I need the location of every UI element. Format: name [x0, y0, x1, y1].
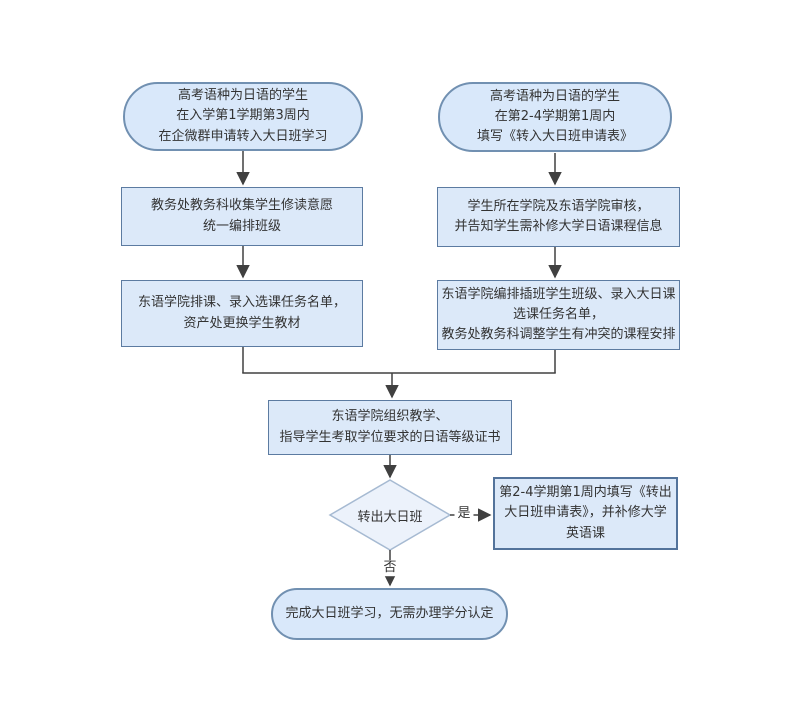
edge-label-no: 否 — [380, 560, 400, 576]
node-text-line: 在入学第1学期第3周内 — [176, 108, 310, 124]
node-text-line: 高考语种为日语的学生 — [489, 88, 620, 104]
node-text-line: 并告知学生需补修大学日语课程信息 — [454, 219, 663, 234]
merged-process: 东语学院组织教学、 指导学生考取学位要求的日语等级证书 — [268, 400, 512, 455]
right-process-1: 学生所在学院及东语学院审核， 并告知学生需补修大学日语课程信息 — [437, 187, 680, 247]
node-text-line: 第2-4学期第1周内填写《转出 — [499, 485, 672, 501]
node-text-line: 教务处教务科收集学生修读意愿 — [150, 198, 333, 214]
decision-diamond-label: 转出大日班 — [357, 509, 423, 525]
node-text-line: 东语学院编排插班学生班级、录入大日课 — [441, 286, 676, 302]
node-text-line: 大日班申请表》，并补修大学 — [504, 505, 667, 521]
node-text-line: 学生所在学院及东语学院审核， — [467, 198, 650, 214]
node-text-line: 高考语种为日语的学生 — [177, 88, 308, 104]
node-text-line: 英语课 — [565, 525, 605, 541]
node-text-line: 选课任务名单， — [512, 306, 604, 322]
node-text-line: 资产处更换学生教材 — [183, 315, 301, 331]
node-text-line: 完成大日班学习，无需办理学分认定 — [285, 605, 494, 621]
start-right-node: 高考语种为日语的学生 在第2-4学期第1周内 填写《转入大日班申请表》 — [438, 82, 672, 152]
node-text-line: 教务处教务科调整学生有冲突的课程安排 — [441, 327, 676, 343]
start-left-node: 高考语种为日语的学生 在入学第1学期第3周内 在企微群申请转入大日班学习 — [123, 82, 363, 151]
node-text-line: 填写《转入大日班申请表》 — [476, 129, 633, 145]
node-text-line: 在企微群申请转入大日班学习 — [158, 128, 328, 144]
node-text-line: 统一编排班级 — [202, 218, 281, 234]
node-text-line: 东语学院排课、录入选课任务名单， — [137, 295, 346, 311]
left-process-2: 东语学院排课、录入选课任务名单， 资产处更换学生教材 — [121, 280, 363, 347]
node-text-line: 东语学院组织教学、 — [331, 409, 449, 425]
left-process-1: 教务处教务科收集学生修读意愿 统一编排班级 — [121, 187, 363, 246]
node-text-line: 在第2-4学期第1周内 — [494, 108, 616, 124]
node-text-line: 指导学生考取学位要求的日语等级证书 — [279, 429, 501, 445]
end-node: 完成大日班学习，无需办理学分认定 — [271, 588, 508, 640]
edge-label-yes: 是 — [454, 506, 474, 522]
right-process-2: 东语学院编排插班学生班级、录入大日课 选课任务名单， 教务处教务科调整学生有冲突… — [437, 280, 680, 350]
yes-branch-box: 第2-4学期第1周内填写《转出 大日班申请表》，并补修大学 英语课 — [493, 477, 678, 550]
